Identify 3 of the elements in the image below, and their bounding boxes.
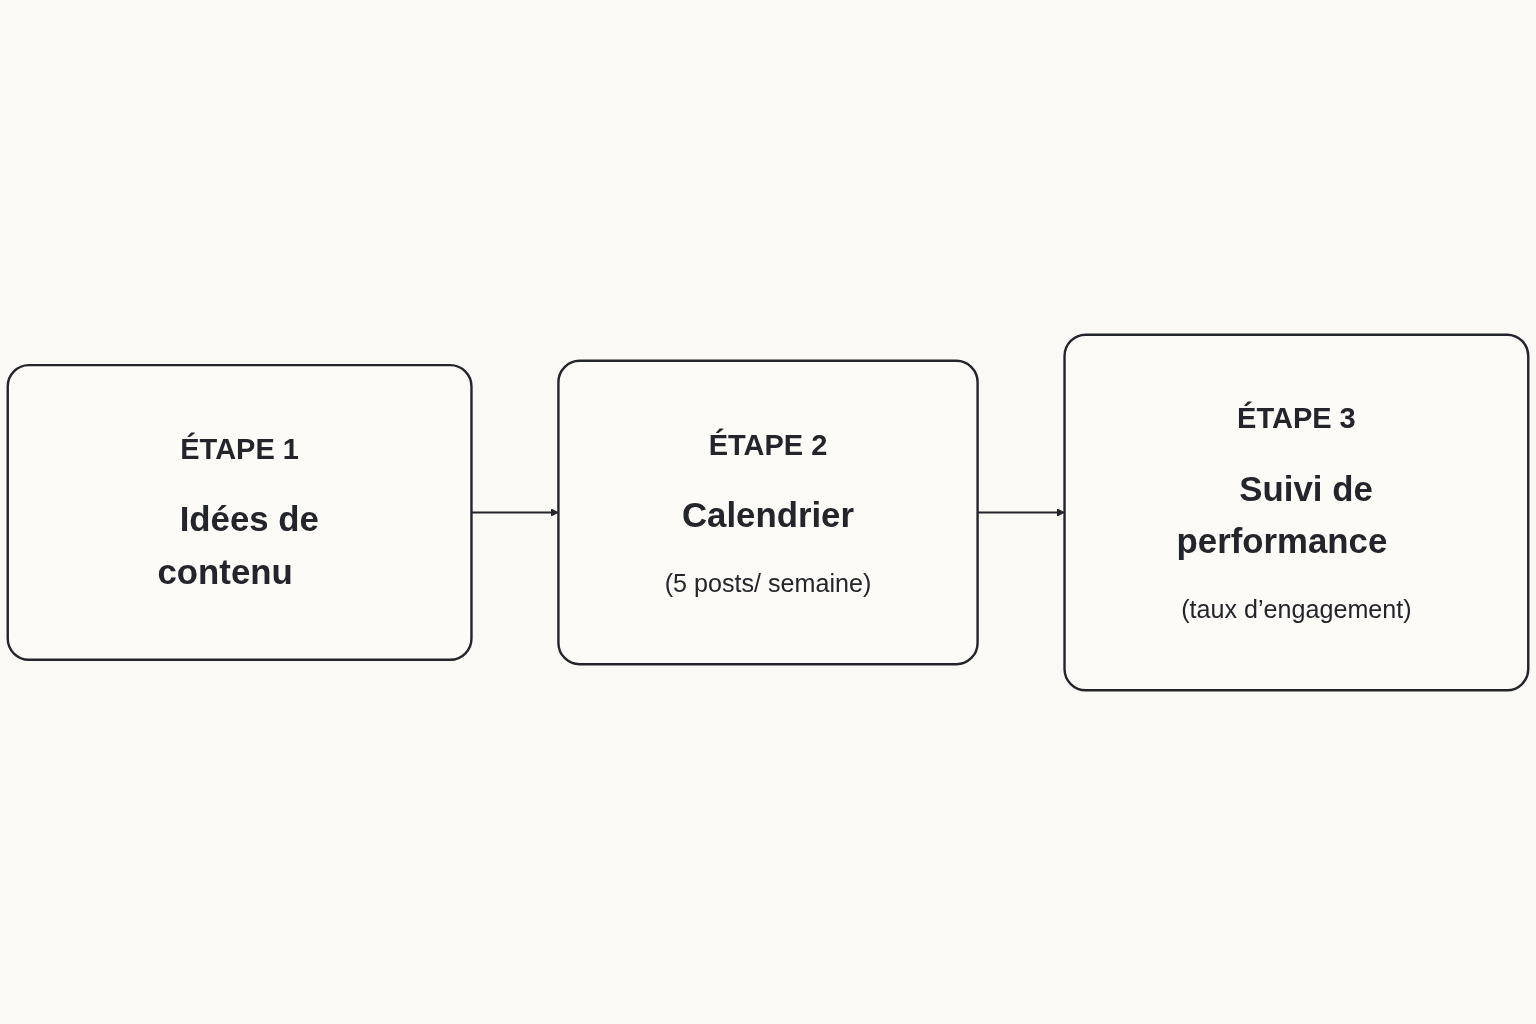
node-box: ÉTAPE 3 Suivi de performance (taux d’engagement) [1063,333,1530,691]
node-box: ÉTAPE 1 Idées de contenu [6,363,473,661]
node-box: ÉTAPE 2 Calendrier (5 posts/ semaine) [557,359,979,665]
